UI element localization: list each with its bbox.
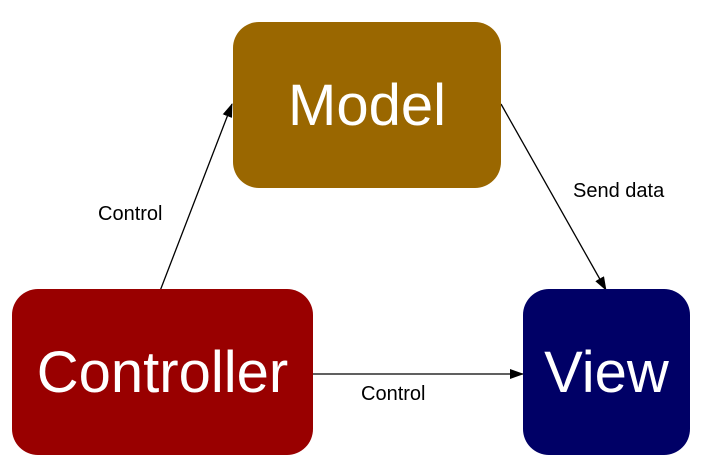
- model-node: Model: [233, 22, 501, 188]
- view-node: View: [523, 289, 690, 455]
- controller-node: Controller: [12, 289, 313, 455]
- edge-label-model-to-view: Send data: [573, 180, 665, 202]
- edge-label-controller-to-model: Control: [98, 203, 163, 225]
- controller-label: Controller: [36, 339, 289, 405]
- arrow-controller-to-model: [159, 103, 233, 292]
- model-label: Model: [288, 72, 446, 138]
- view-label: View: [544, 339, 669, 405]
- arrow-model-to-view: [500, 103, 607, 291]
- edge-label-controller-to-view: Control: [361, 383, 426, 405]
